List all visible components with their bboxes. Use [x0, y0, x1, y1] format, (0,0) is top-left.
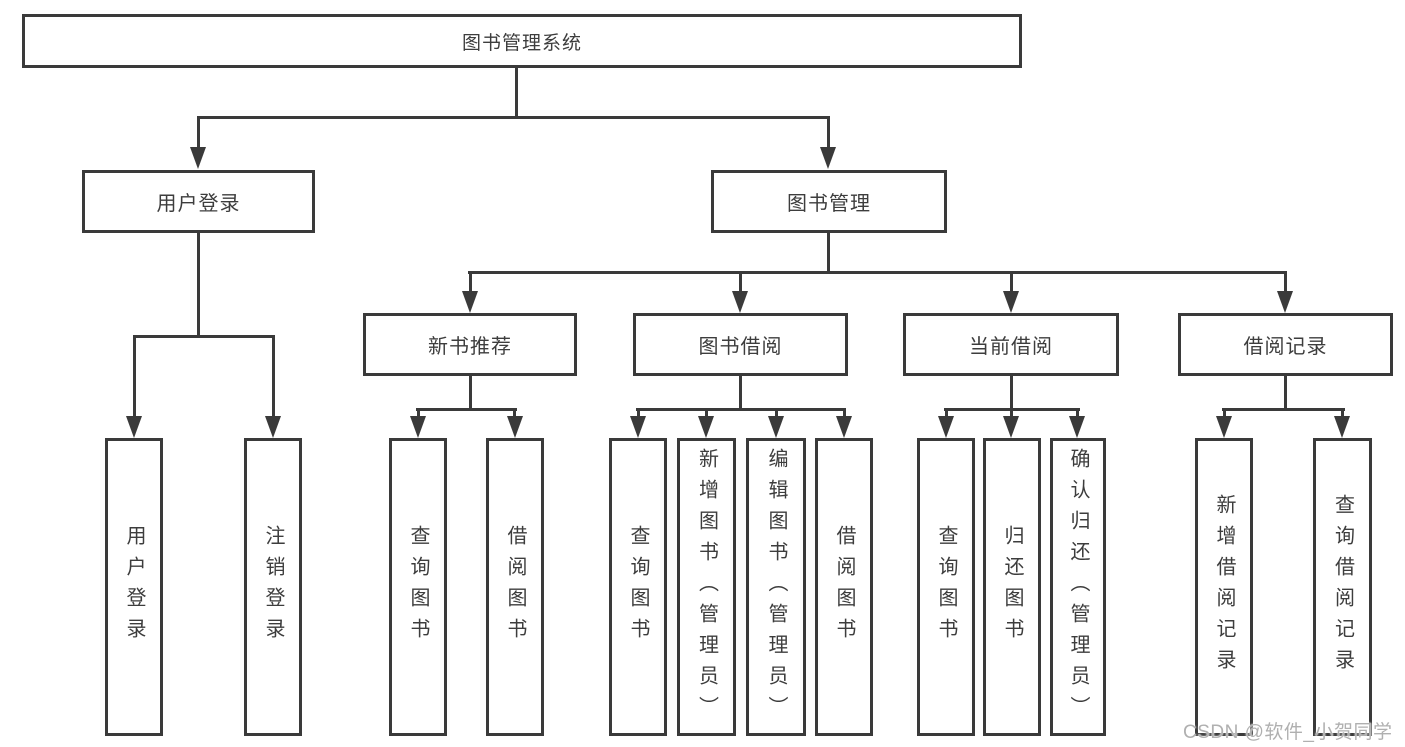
connector-vline: [637, 408, 640, 418]
connector-hline: [468, 271, 1287, 274]
connector-vline: [133, 335, 136, 416]
connector-vline: [945, 408, 948, 418]
connector-vline: [1284, 376, 1287, 411]
node-label: 新增图书（管理员）: [695, 447, 718, 727]
node-label: 图书借阅: [698, 336, 783, 358]
connector-arrowhead: [190, 147, 206, 169]
connector-vline: [775, 408, 778, 418]
connector-vline: [843, 408, 846, 418]
node-label: 借阅图书: [504, 525, 526, 649]
node-label: 用户登录: [156, 193, 241, 215]
connector-vline: [469, 376, 472, 411]
node-label: 借阅记录: [1243, 336, 1328, 358]
node-book-borrowing: 图书借阅: [633, 313, 848, 376]
connector-arrowhead: [1216, 416, 1232, 438]
connector-arrowhead: [820, 147, 836, 169]
node-leaf-edit-books-admin: 编辑图书（管理员）: [746, 438, 806, 736]
connector-vline: [1010, 408, 1013, 418]
node-leaf-borrow-books-borrowing: 借阅图书: [815, 438, 873, 736]
node-label: 查询图书: [935, 525, 957, 649]
connector-arrowhead: [1003, 291, 1019, 313]
connector-arrowhead: [126, 416, 142, 438]
connector-vline: [705, 408, 708, 418]
node-leaf-query-books-current: 查询图书: [917, 438, 975, 736]
node-book-management: 图书管理: [711, 170, 947, 233]
connector-vline: [469, 271, 472, 293]
node-leaf-query-books-recommend: 查询图书: [389, 438, 447, 736]
node-label: 编辑图书（管理员）: [765, 447, 787, 727]
connector-vline: [827, 116, 830, 149]
connector-vline: [1076, 408, 1079, 418]
connector-arrowhead: [410, 416, 426, 438]
node-label: 借阅图书: [833, 525, 855, 649]
connector-hline: [636, 408, 846, 411]
node-label: 新增借阅记录: [1213, 494, 1235, 680]
node-leaf-add-books-admin: 新增图书（管理员）: [677, 438, 736, 736]
node-leaf-query-borrow-record: 查询借阅记录: [1313, 438, 1372, 736]
connector-vline: [739, 376, 742, 411]
node-label: 归还图书: [1001, 525, 1023, 649]
connector-vline: [1010, 376, 1013, 411]
node-book-management-system: 图书管理系统: [22, 14, 1022, 68]
node-label: 确认归还（管理员）: [1067, 447, 1089, 727]
connector-vline: [272, 335, 275, 416]
connector-vline: [515, 68, 518, 119]
connector-vline: [1284, 271, 1287, 293]
connector-vline: [739, 271, 742, 293]
node-label: 当前借阅: [969, 336, 1053, 358]
node-borrowing-records: 借阅记录: [1178, 313, 1393, 376]
node-label: 用户登录: [123, 525, 145, 649]
node-label: 查询图书: [627, 525, 649, 649]
connector-vline: [1010, 271, 1013, 293]
node-new-book-recommendation: 新书推荐: [363, 313, 577, 376]
node-label: 图书管理: [787, 193, 871, 215]
node-label: 查询图书: [407, 525, 429, 649]
connector-vline: [827, 233, 830, 274]
connector-arrowhead: [507, 416, 523, 438]
node-leaf-query-books-borrowing: 查询图书: [609, 438, 667, 736]
connector-arrowhead: [1069, 416, 1085, 438]
connector-arrowhead: [1334, 416, 1350, 438]
connector-hline: [197, 116, 830, 119]
connector-arrowhead: [1277, 291, 1293, 313]
node-leaf-add-borrow-record: 新增借阅记录: [1195, 438, 1253, 736]
node-label: 注销登录: [262, 525, 284, 649]
node-label: 新书推荐: [428, 336, 512, 358]
connector-vline: [513, 408, 516, 418]
connector-vline: [197, 233, 200, 338]
connector-arrowhead: [630, 416, 646, 438]
node-current-borrowing: 当前借阅: [903, 313, 1119, 376]
connector-arrowhead: [836, 416, 852, 438]
csdn-watermark: CSDN @软件_小贺同学: [1183, 722, 1393, 743]
connector-hline: [416, 408, 517, 411]
node-user-login: 用户登录: [82, 170, 315, 233]
connector-arrowhead: [768, 416, 784, 438]
connector-vline: [1341, 408, 1344, 418]
node-leaf-user-login: 用户登录: [105, 438, 163, 736]
connector-arrowhead: [462, 291, 478, 313]
node-leaf-confirm-return-admin: 确认归还（管理员）: [1050, 438, 1106, 736]
node-leaf-return-books: 归还图书: [983, 438, 1041, 736]
connector-hline: [1222, 408, 1345, 411]
connector-vline: [1223, 408, 1226, 418]
node-leaf-borrow-books-recommend: 借阅图书: [486, 438, 544, 736]
connector-hline: [133, 335, 275, 338]
node-label: 查询借阅记录: [1331, 494, 1354, 680]
connector-vline: [197, 116, 200, 149]
connector-arrowhead: [938, 416, 954, 438]
connector-arrowhead: [698, 416, 714, 438]
node-leaf-logout: 注销登录: [244, 438, 302, 736]
node-label: 图书管理系统: [461, 32, 582, 54]
connector-vline: [417, 408, 420, 418]
connector-arrowhead: [1003, 416, 1019, 438]
connector-arrowhead: [732, 291, 748, 313]
connector-arrowhead: [265, 416, 281, 438]
